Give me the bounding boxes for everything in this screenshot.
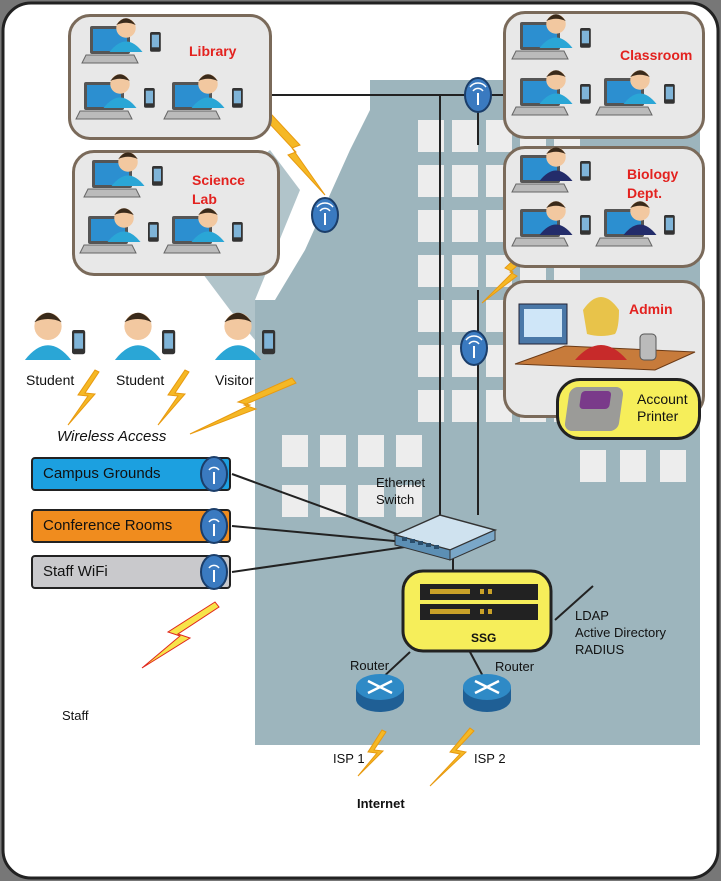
person-icon — [623, 70, 657, 104]
person-icon — [111, 152, 145, 186]
admin-label: Admin — [629, 301, 673, 317]
phone-icon — [580, 28, 591, 48]
router-2-label: Router — [495, 659, 535, 674]
phone-icon — [148, 222, 159, 242]
biology-dept-card — [503, 146, 705, 268]
phone-icon — [152, 166, 163, 186]
person-icon — [623, 201, 657, 235]
network-campus-grounds-label: Campus Grounds — [43, 465, 161, 482]
isp-2-label: ISP 2 — [474, 751, 506, 766]
library-label: Library — [189, 43, 237, 59]
person-icon — [24, 312, 72, 360]
wireless-access-label: Wireless Access — [57, 428, 167, 445]
bolt-visitor — [189, 377, 297, 435]
person-icon — [539, 70, 573, 104]
person-icon — [103, 74, 137, 108]
ethernet-switch-label: Ethernet Switch — [376, 475, 426, 507]
staff-label: Staff — [62, 708, 89, 723]
bolt-staff — [141, 601, 220, 669]
people-icons — [24, 312, 276, 360]
user-label-student-1: Student — [26, 372, 75, 388]
phone-icon — [232, 222, 243, 242]
router-icon — [356, 674, 404, 712]
bolt-student-1 — [67, 369, 100, 426]
access-point-icon — [460, 330, 488, 366]
phone-icon — [162, 330, 176, 355]
router-icon — [463, 674, 511, 712]
phone-icon — [580, 215, 591, 235]
network-staff-wifi-label: Staff WiFi — [43, 563, 108, 580]
phone-icon — [150, 32, 161, 52]
network-cabling — [231, 94, 594, 681]
classroom-label: Classroom — [620, 47, 693, 63]
network-conference-rooms-label: Conference Rooms — [43, 517, 173, 534]
internet-label: Internet — [357, 796, 405, 811]
phone-icon — [664, 215, 675, 235]
person-icon — [539, 147, 573, 181]
access-points — [311, 77, 492, 366]
network-staff-wifi: Staff WiFi — [31, 555, 231, 589]
bolt-library — [267, 114, 326, 196]
phone-icon — [664, 84, 675, 104]
access-point-icon — [464, 77, 492, 113]
account-printer: Account Printer — [556, 378, 701, 440]
auth-services-label: LDAP Active Directory RADIUS — [575, 608, 667, 657]
ssg-appliance — [401, 569, 553, 653]
account-printer-label: Account Printer — [637, 391, 688, 424]
phone-icon — [232, 88, 243, 108]
user-label-student-2: Student — [116, 372, 165, 388]
person-icon — [191, 208, 225, 242]
ethernet-switch-icon — [392, 514, 498, 561]
bolt-isp2 — [429, 727, 475, 787]
person-icon — [107, 208, 141, 242]
user-label-visitor: Visitor — [215, 372, 254, 388]
bolt-isp1 — [357, 729, 387, 777]
ssg-label: SSG — [471, 631, 497, 645]
person-icon — [539, 14, 573, 48]
printer-icon — [563, 387, 625, 431]
phone-icon — [580, 161, 591, 181]
person-icon — [114, 312, 162, 360]
router-1-label: Router — [350, 658, 390, 673]
person-icon — [109, 18, 143, 52]
isp-1-label: ISP 1 — [333, 751, 365, 766]
access-point-icon — [311, 197, 339, 233]
phone-icon — [72, 330, 86, 355]
network-campus-grounds: Campus Grounds — [31, 457, 231, 491]
science-lab-label: Science Lab — [192, 172, 245, 207]
biology-dept-label: Biology Dept. — [627, 166, 679, 201]
admin-desk-icon — [514, 297, 696, 371]
phone-icon — [580, 84, 591, 104]
phone-icon — [262, 330, 276, 355]
person-icon — [214, 312, 262, 360]
network-conference-rooms: Conference Rooms — [31, 509, 231, 543]
person-icon — [539, 201, 573, 235]
person-icon — [191, 74, 225, 108]
phone-icon — [144, 88, 155, 108]
bolt-student-2 — [157, 369, 190, 426]
